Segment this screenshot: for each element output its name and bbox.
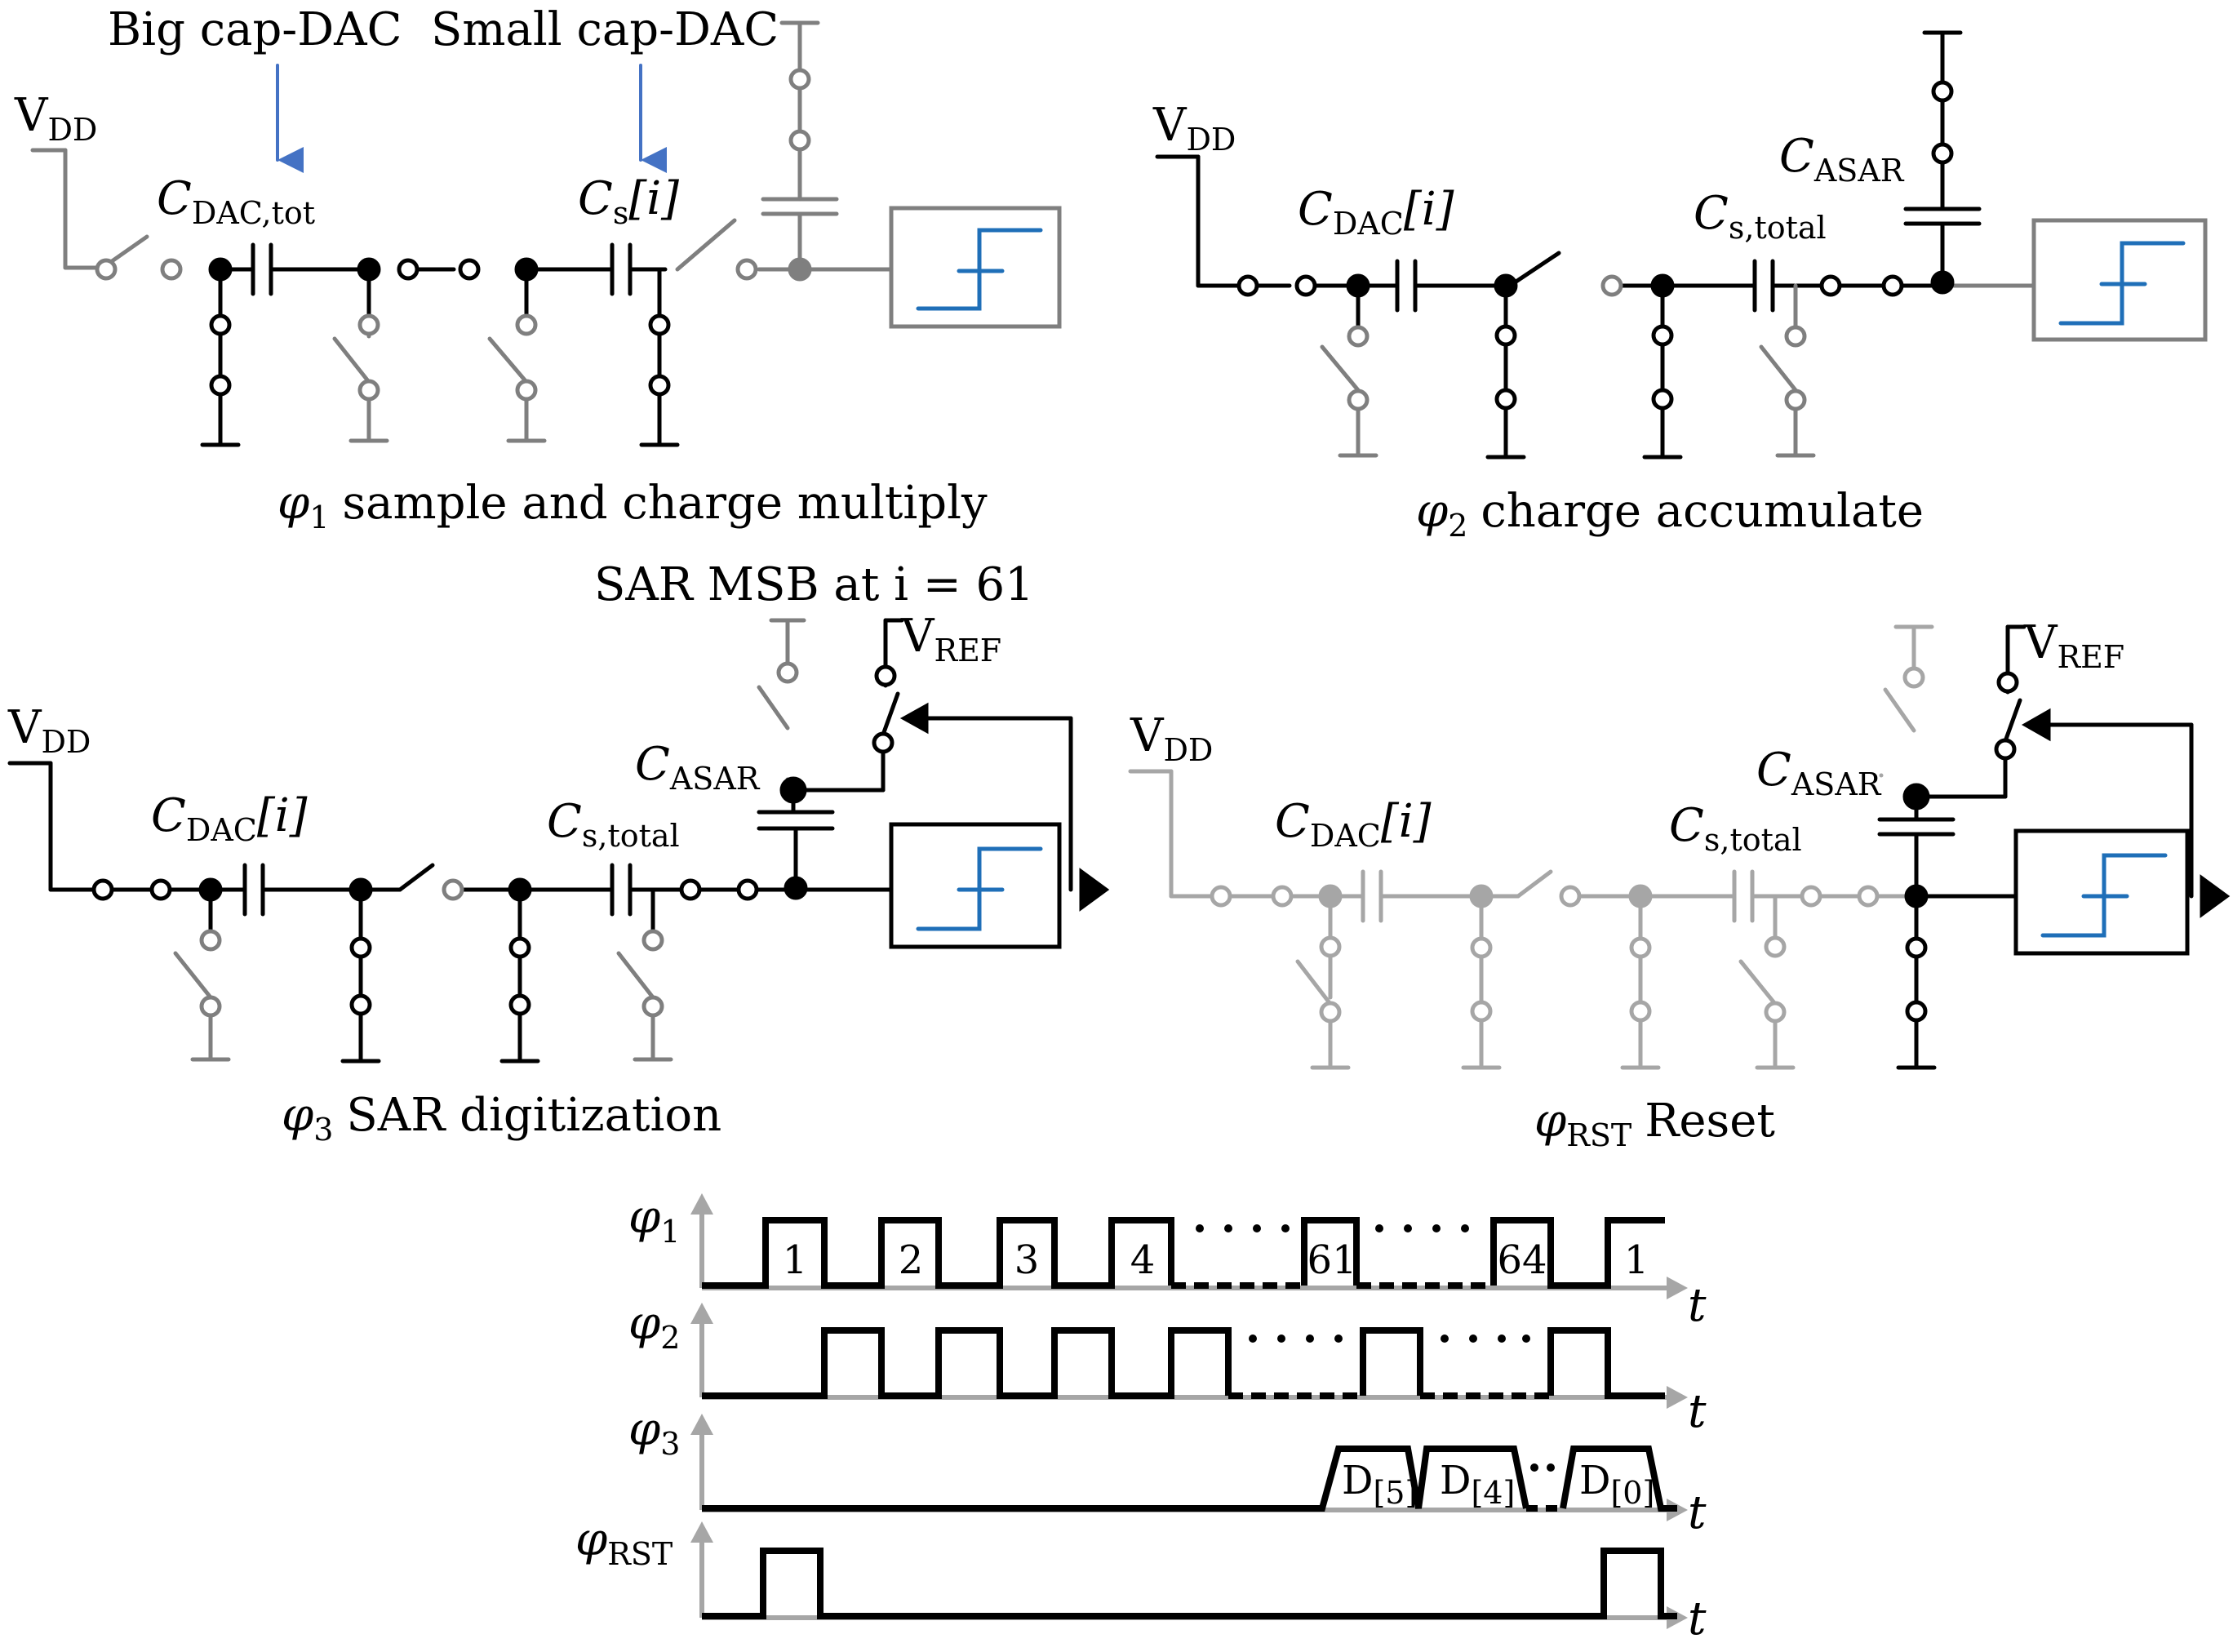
panel-phirst: [1128, 624, 2231, 1070]
pulse-label: 1: [1624, 1237, 1649, 1283]
sar-msb-label: SAR MSB at i = 61: [594, 558, 1034, 611]
big-cap-dac-label: Big cap-DAC: [108, 3, 402, 56]
pulse-label: 4: [1130, 1237, 1156, 1283]
bit-label: D[4]: [1440, 1458, 1515, 1511]
c-s-label: Cs[i]: [578, 172, 679, 231]
pulse-label: 64: [1497, 1237, 1547, 1283]
pulse-label: 2: [899, 1237, 924, 1283]
timing-phi2-label: φ2: [628, 1297, 680, 1356]
panel-phi1-labels: Big cap-DAC Small cap-DAC VDD CDAC,tot C…: [14, 3, 988, 535]
c-asar-label: CASAR: [1756, 744, 1882, 802]
panel-phi3-labels: VDD CDAC[i] Cs,total CASAR SAR MSB at i …: [7, 558, 1034, 1148]
vdd-label: VDD: [7, 701, 91, 760]
c-asar-label: CASAR: [1779, 130, 1905, 189]
panel-phi3: [7, 618, 1110, 1064]
small-cap-dac-label: Small cap-DAC: [431, 3, 779, 56]
timing-phirst-label: φRST: [575, 1513, 673, 1572]
c-dac-label: CDAC[i]: [1275, 795, 1432, 854]
timing-labels: φ1 φ2 φ3 φRST t t t t 1 2 3 4 61 64 1 D[…: [575, 1191, 1707, 1645]
c-s-total-label: Cs,total: [1669, 799, 1802, 858]
timing-phi1-label: φ1: [628, 1191, 680, 1250]
t-axis-label: t: [1688, 1486, 1707, 1539]
c-asar-label: CASAR: [635, 738, 761, 797]
bit-label: D[5]: [1342, 1458, 1417, 1511]
vdd-label: VDD: [1152, 99, 1236, 158]
panel-phi2: [1155, 30, 2208, 460]
vdd-label: VDD: [1130, 709, 1213, 768]
vdd-label: VDD: [14, 89, 97, 148]
timing-diagram: [690, 1193, 1688, 1629]
pulse-label: 1: [783, 1237, 808, 1283]
c-s-total-label: Cs,total: [547, 795, 680, 854]
panel-phi1: [30, 20, 1062, 447]
pulse-label: 3: [1014, 1237, 1040, 1283]
c-dac-label: CDAC[i]: [151, 789, 308, 848]
t-axis-label: t: [1688, 1385, 1707, 1438]
c-s-total-label: Cs,total: [1694, 187, 1827, 246]
c-dac-label: CDAC[i]: [1298, 183, 1454, 242]
t-axis-label: t: [1688, 1279, 1707, 1332]
bit-label: D[0]: [1579, 1458, 1654, 1511]
t-axis-label: t: [1688, 1592, 1707, 1645]
c-dac-tot-label: CDAC,tot: [157, 172, 315, 231]
vref-label: VREF: [2023, 616, 2124, 675]
vref-label: VREF: [900, 610, 1001, 668]
pulse-label: 61: [1307, 1237, 1356, 1283]
timing-phi3-label: φ3: [628, 1403, 680, 1462]
